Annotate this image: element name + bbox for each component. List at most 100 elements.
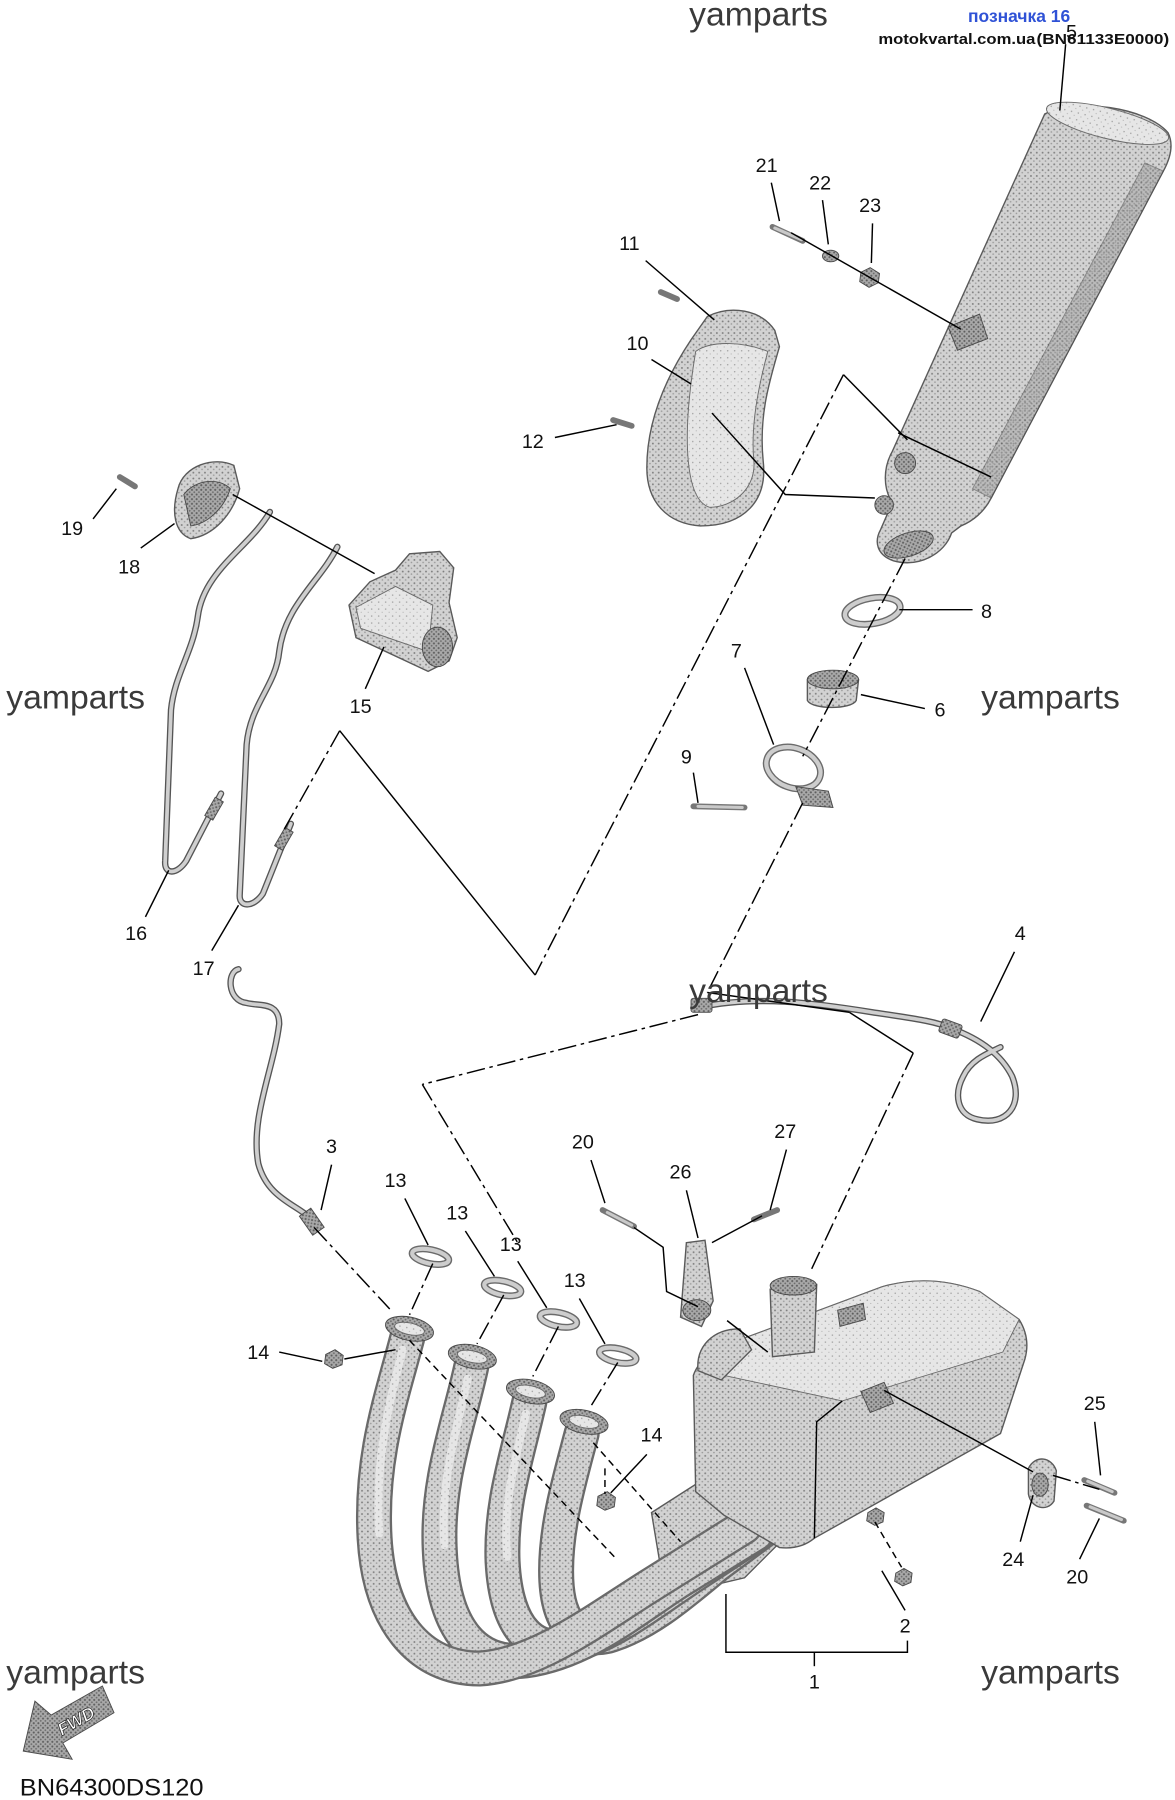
- leader-line: [517, 1260, 548, 1309]
- leader-line: [769, 1149, 788, 1211]
- bolt-11: [657, 289, 680, 302]
- chamber-nub: [837, 1302, 867, 1328]
- header-port-1: [394, 1321, 425, 1336]
- watermark-text: yamparts: [981, 679, 1120, 717]
- callout-13: 13: [446, 1202, 468, 1224]
- clamp-7-ear: [795, 785, 834, 809]
- leader-line: [651, 358, 692, 385]
- gasket-8-face: [842, 595, 903, 627]
- fwd-arrow-shape: [22, 1685, 115, 1760]
- gasket-6-top: [806, 669, 860, 690]
- exhaust-valve-servo: [348, 550, 458, 673]
- cable-17-core: [237, 545, 340, 907]
- callout-3: 3: [326, 1136, 337, 1158]
- assembly-centerline: [534, 374, 845, 976]
- assembly-centerline: [313, 1227, 391, 1310]
- leader-line: [232, 493, 375, 575]
- callout-6: 6: [935, 700, 946, 722]
- gasket-13-face: [482, 1278, 523, 1298]
- leader-line: [344, 1348, 396, 1360]
- leader-line: [404, 1198, 429, 1246]
- callout-18: 18: [118, 557, 140, 579]
- bracket-18: [116, 461, 241, 540]
- leader-line: [1094, 1421, 1102, 1476]
- callout-13: 13: [385, 1170, 407, 1192]
- leader-line: [790, 232, 962, 330]
- gasket-13-face: [538, 1309, 579, 1330]
- leader-line: [685, 1190, 699, 1239]
- chamber-edge: [813, 1400, 843, 1539]
- assembly-centerline: [532, 1326, 560, 1377]
- callout-23: 23: [859, 195, 881, 217]
- leader-line: [144, 870, 170, 918]
- assembly-centerline: [476, 1294, 505, 1345]
- assembly-centerline: [589, 1362, 619, 1409]
- leader-line: [692, 772, 699, 803]
- gasket-13-face: [410, 1246, 451, 1267]
- callout-10: 10: [627, 333, 649, 355]
- callout-14: 14: [247, 1342, 269, 1364]
- leader-line: [140, 523, 175, 549]
- header-pipe-2-highlight: [439, 1374, 472, 1550]
- muffler-inlet: [883, 530, 934, 559]
- header-port-2: [457, 1349, 488, 1364]
- watermarks: yamparts yamparts yamparts yamparts yamp…: [6, 0, 1120, 1692]
- bolt-12: [610, 417, 635, 429]
- muffler-shade: [971, 162, 1165, 499]
- leader-line: [883, 1389, 1034, 1473]
- heat-shield: [646, 309, 781, 527]
- leader-line: [1059, 44, 1067, 111]
- leader-line: [870, 223, 874, 263]
- callout-4: 4: [1015, 923, 1026, 945]
- sensor-4-body: [938, 1018, 963, 1039]
- exhaust-pipe-assembly: [355, 1275, 1028, 1687]
- assembly-centerline: [1052, 1474, 1100, 1491]
- leader-line: [881, 1570, 906, 1611]
- watermark-text: yamparts: [689, 0, 828, 34]
- leader-lines: [92, 44, 1102, 1667]
- leader-line: [590, 1159, 606, 1204]
- stud-nut: [866, 1507, 885, 1526]
- nut-2: [894, 1567, 913, 1587]
- nut-14: [596, 1491, 616, 1511]
- leader-line: [1078, 1518, 1101, 1560]
- muffler-end-cap: [1045, 101, 1170, 145]
- header-gaskets-13: [408, 1245, 640, 1367]
- callout-14: 14: [640, 1425, 662, 1447]
- callout-17: 17: [193, 958, 215, 980]
- leader-line: [364, 646, 385, 690]
- stud-line: [874, 1521, 903, 1568]
- callout-12: 12: [522, 431, 544, 453]
- assembly-bracket-1: [725, 1594, 909, 1653]
- header-pipe-3-highlight: [502, 1409, 530, 1561]
- chamber-outlet-opening: [769, 1275, 818, 1296]
- watermark-text: yamparts: [6, 1654, 145, 1692]
- bolt-20-shank: [1088, 1505, 1123, 1522]
- sensor-4-connector: [690, 997, 713, 1013]
- assembly-centerline: [422, 1013, 699, 1086]
- chamber-left-connector: [697, 1328, 753, 1381]
- leader-line: [821, 200, 830, 245]
- damper-24-face: [1031, 1472, 1049, 1497]
- muffler-boss: [874, 495, 894, 515]
- joint-parts: [690, 593, 904, 811]
- bracket-26-damper: [682, 1299, 712, 1322]
- leader-line: [464, 1230, 496, 1277]
- callout-20: 20: [1066, 1567, 1088, 1589]
- mark-label: позначка 16: [968, 6, 1071, 26]
- callout-21: 21: [756, 155, 778, 177]
- watermark-text: yamparts: [689, 972, 828, 1010]
- leader-line: [320, 1164, 333, 1211]
- part-number: (BN61133E0000): [1037, 31, 1170, 48]
- leader-line: [554, 423, 617, 439]
- muffler: [874, 101, 1172, 564]
- servo-15-drum: [421, 626, 454, 668]
- leader-line: [645, 260, 715, 321]
- shield-bolt-path: [711, 412, 875, 499]
- leader-line: [279, 1351, 323, 1363]
- muffler-band: [897, 432, 992, 478]
- muffler-boss: [894, 452, 917, 475]
- sensor-4-lead-core: [696, 999, 1018, 1123]
